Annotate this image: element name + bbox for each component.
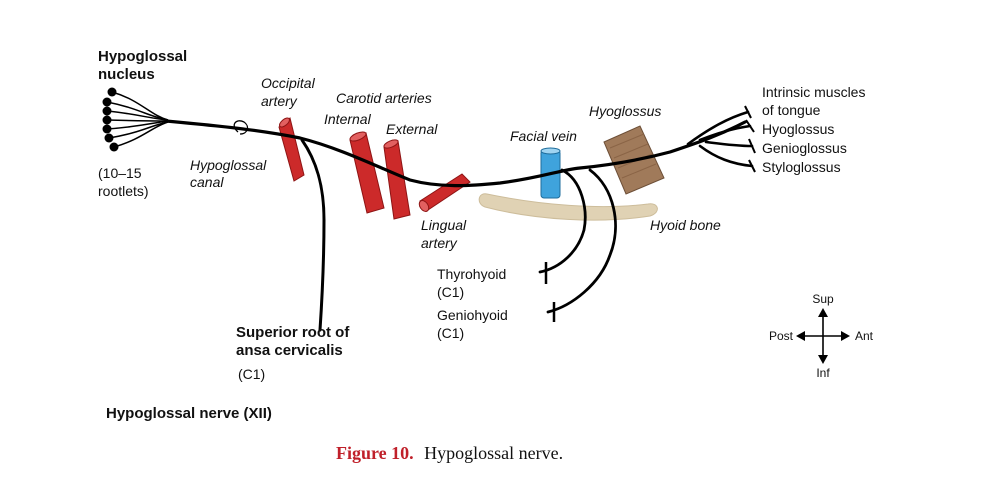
label-muscle-4: Genioglossus <box>762 140 847 156</box>
label-muscle-2: of tongue <box>762 102 821 118</box>
muscle-branch-ticks <box>744 105 756 173</box>
label-muscle-1: Intrinsic muscles <box>762 84 865 100</box>
label-external: External <box>386 121 438 137</box>
compass-post: Post <box>769 329 794 343</box>
label-geniohyoid-1: Geniohyoid <box>437 307 508 323</box>
label-carotid: Carotid arteries <box>336 90 432 106</box>
label-lingual-2: artery <box>421 235 458 251</box>
hypoglossal-nerve-main <box>164 119 747 188</box>
compass-arrows-icon <box>796 308 850 364</box>
label-occipital-1: Occipital <box>261 75 316 91</box>
label-internal: Internal <box>324 111 372 127</box>
compass-ant: Ant <box>855 329 874 343</box>
label-hyoglossus-top: Hyoglossus <box>589 103 661 119</box>
label-nucleus-1: Hypoglossal <box>98 48 187 65</box>
label-muscle-3: Hyoglossus <box>762 121 834 137</box>
caption-text: Hypoglossal nerve. <box>424 443 563 463</box>
compass-sup: Sup <box>812 292 834 306</box>
label-muscle-5: Styloglossus <box>762 159 841 175</box>
label-nucleus-2: nucleus <box>98 66 155 83</box>
label-canal-1: Hypoglossal <box>190 157 267 173</box>
label-occipital-2: artery <box>261 93 298 109</box>
label-facial-vein: Facial vein <box>510 128 577 144</box>
caption-number: Figure 10. <box>336 443 414 463</box>
internal-carotid-artery <box>349 131 385 214</box>
thyrohyoid-branch <box>538 168 587 274</box>
label-hyoid-bone: Hyoid bone <box>650 217 721 233</box>
label-ansa-2: ansa cervicalis <box>236 342 343 359</box>
geniohyoid-branch <box>546 168 617 314</box>
ansa-cervicalis-branch <box>300 138 326 332</box>
label-canal-2: canal <box>190 174 224 190</box>
label-thyrohyoid-1: Thyrohyoid <box>437 266 506 282</box>
lingual-artery <box>418 173 471 212</box>
figure-title: Hypoglossal nerve (XII) <box>106 405 272 422</box>
label-rootlets-2: rootlets) <box>98 183 149 199</box>
label-ansa-3: (C1) <box>238 366 265 382</box>
figure-caption: Figure 10. Hypoglossal nerve. <box>336 443 563 463</box>
label-lingual-1: Lingual <box>421 217 467 233</box>
muscle-branches <box>686 110 754 168</box>
occipital-artery <box>278 117 305 182</box>
hyoid-bone <box>478 193 658 221</box>
hypoglossal-canal-loop <box>233 120 249 135</box>
label-rootlets-1: (10–15 <box>98 165 142 181</box>
compass-inf: Inf <box>816 366 830 380</box>
label-thyrohyoid-2: (C1) <box>437 284 464 300</box>
external-carotid-artery <box>383 139 411 220</box>
hypoglossal-nucleus-rootlets <box>102 87 169 152</box>
orientation-compass: Sup Inf Post Ant <box>769 292 874 380</box>
label-ansa-1: Superior root of <box>236 324 350 341</box>
label-geniohyoid-2: (C1) <box>437 325 464 341</box>
